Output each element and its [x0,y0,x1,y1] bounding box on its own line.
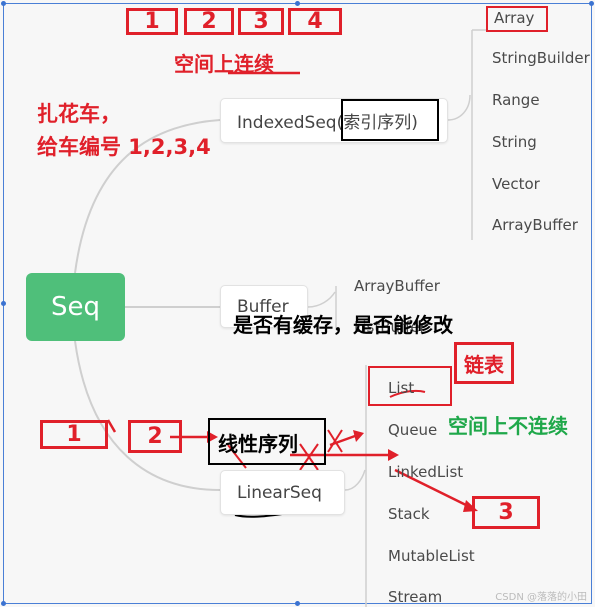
annotation-linked-list: 链表 [454,342,514,384]
leaf-range[interactable]: Range [492,91,540,109]
leaf-vector[interactable]: Vector [492,175,540,193]
bottom-box-3: 3 [472,496,540,529]
top-box-3: 3 [238,8,284,35]
watermark: CSDN @落落的小田 [495,592,587,603]
root-node-seq[interactable]: Seq [26,273,125,341]
node-buffer[interactable]: Buffer [220,285,308,328]
highlight-box-index-seq [341,99,439,141]
resize-handle-bottom-mid[interactable] [295,601,300,606]
node-indexedseq[interactable]: IndexedSeq(索引序列) [220,98,448,143]
bottom-box-2: 2 [128,420,182,453]
leaf-stringbuilder[interactable]: StringBuilder [492,49,590,67]
resize-handle-top-right[interactable] [589,1,594,6]
annotation-car-line2: 给车编号 1,2,3,4 [37,135,211,159]
top-box-4: 4 [288,8,342,35]
node-linearseq-label: LinearSeq [237,482,322,503]
leaf-queue[interactable]: Queue [388,421,438,439]
node-linearseq[interactable]: LinearSeq [220,470,345,515]
leaf-string[interactable]: String [492,133,537,151]
annotation-car-line1: 扎花车， [37,102,121,126]
node-buffer-label: Buffer [237,296,289,317]
annotation-cache-question: 是否有缓存，是否能修改 [233,313,453,337]
leaf-mutablelist[interactable]: MutableList [388,547,475,565]
leaf-listbuffer[interactable]: ListBuffer [354,318,426,336]
leaf-list-label: List [388,379,415,397]
leaf-linkedlist[interactable]: LinkedList [388,463,464,481]
leaf-list[interactable]: List [368,366,452,406]
node-indexedseq-label: IndexedSeq(索引序列) [237,113,418,133]
resize-handle-top-mid[interactable] [295,1,300,6]
annotation-contiguous: 空间上连续 [174,52,274,76]
leaf-array[interactable]: Array [486,6,549,32]
top-box-2: 2 [184,8,234,35]
leaf-array-label: Array [494,9,535,27]
leaf-arraybuffer-buffer[interactable]: ArrayBuffer [354,277,440,295]
leaf-stream[interactable]: Stream [388,588,443,606]
annotation-linear-seq-box [208,418,326,465]
resize-handle-top-left[interactable] [1,1,6,6]
resize-handle-mid-left[interactable] [1,301,6,306]
leaf-stack[interactable]: Stack [388,505,430,523]
resize-handle-bottom-left[interactable] [1,601,6,606]
bottom-box-1: 1 [40,420,108,449]
top-box-1: 1 [126,8,178,35]
annotation-linear-seq-cn: 线性序列 [218,432,298,456]
annotation-non-contiguous: 空间上不连续 [448,414,568,438]
leaf-arraybuffer-indexed[interactable]: ArrayBuffer [492,216,578,234]
root-node-label: Seq [50,292,100,322]
